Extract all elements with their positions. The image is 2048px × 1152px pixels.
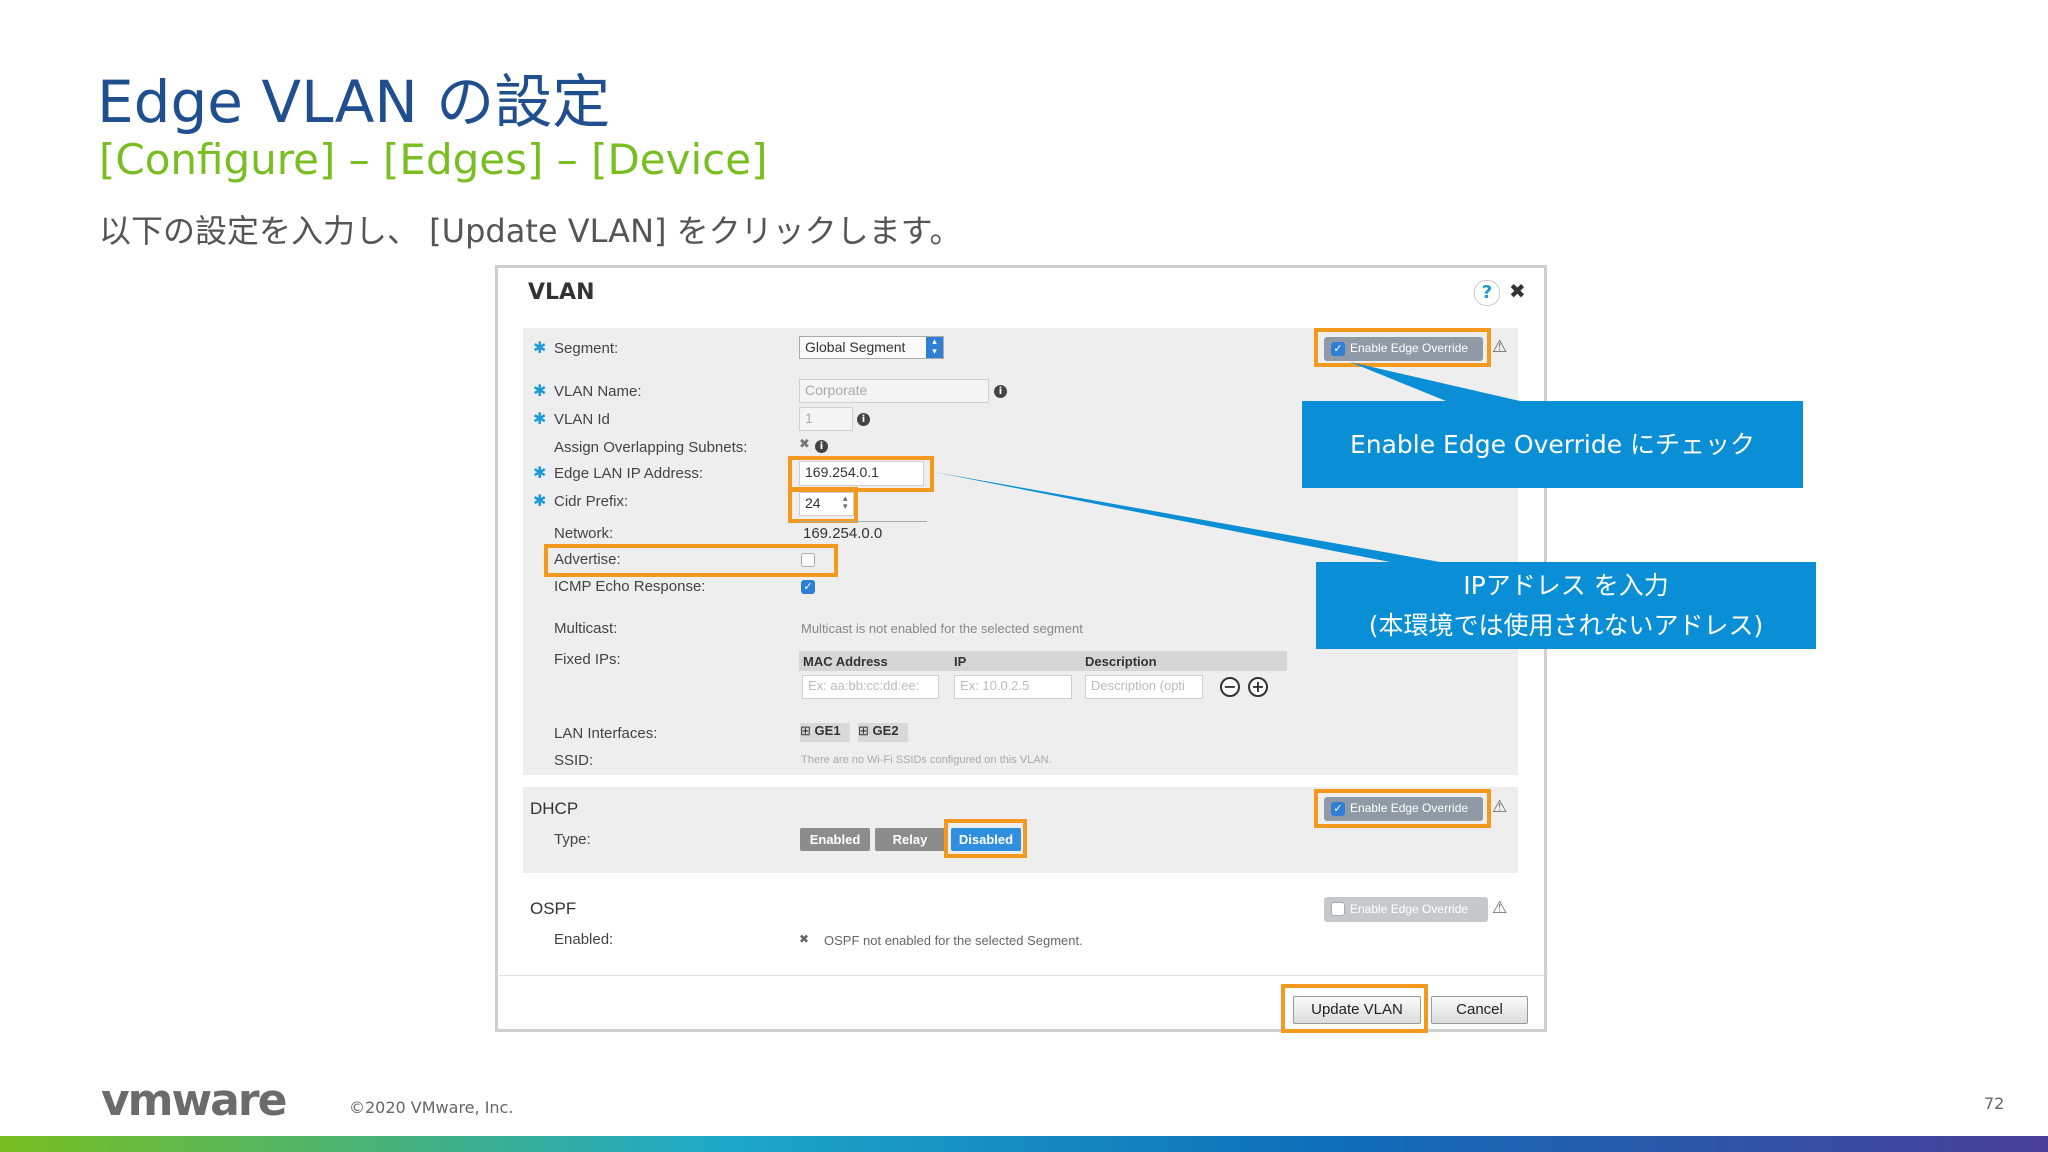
- fixed-ips-col-mac: MAC Address: [803, 654, 888, 669]
- segment-select[interactable]: Global Segment: [799, 336, 944, 359]
- ip-callout-pointer: [934, 472, 1440, 562]
- copyright: ©2020 VMware, Inc.: [349, 1098, 514, 1117]
- info-icon: i: [994, 385, 1007, 398]
- fixed-ips-col-desc: Description: [1085, 654, 1157, 669]
- close-icon[interactable]: ✖: [1509, 279, 1526, 303]
- highlight-advertise: [544, 544, 838, 577]
- warning-icon: ⚠: [1492, 797, 1508, 817]
- add-row-icon[interactable]: +: [1248, 677, 1268, 697]
- port-icon: ⊞: [800, 723, 811, 738]
- required-marker: ✱: [533, 491, 547, 510]
- advertise-label: Advertise:: [554, 551, 621, 568]
- highlight-dhcp-override: [1314, 789, 1491, 828]
- required-marker: ✱: [533, 409, 547, 428]
- dhcp-override-toggle[interactable]: ✓ Enable Edge Override: [1324, 797, 1483, 821]
- vlan-id-label: VLAN Id: [554, 411, 610, 428]
- slide-title: Edge VLAN の設定: [97, 68, 611, 136]
- multicast-label: Multicast:: [554, 620, 618, 637]
- ospf-override-toggle[interactable]: Enable Edge Override: [1324, 897, 1488, 922]
- required-marker: ✱: [533, 338, 547, 357]
- checkbox-checked-icon: ✓: [1331, 342, 1345, 356]
- highlight-dhcp-disabled: [944, 819, 1027, 858]
- advertise-checkbox[interactable]: [801, 553, 815, 567]
- dialog-title: VLAN: [528, 280, 595, 305]
- dhcp-type-disabled[interactable]: Disabled: [951, 828, 1021, 851]
- slide-subtitle: [Configure] – [Edges] – [Device]: [99, 135, 768, 184]
- vlan-override-toggle[interactable]: ✓ Enable Edge Override: [1324, 337, 1483, 361]
- highlight-vlan-override: [1314, 328, 1491, 367]
- ssid-note: There are no Wi-Fi SSIDs configured on t…: [801, 754, 1052, 766]
- ip-callout-line1: IPアドレス を入力: [1463, 571, 1669, 600]
- lan-interfaces-label: LAN Interfaces:: [554, 725, 658, 742]
- ospf-enabled-label: Enabled:: [554, 931, 614, 948]
- required-marker: ✱: [533, 463, 547, 482]
- dialog-footer-divider: [497, 975, 1545, 976]
- override-callout-pointer: [1350, 362, 1520, 401]
- port-icon: ⊞: [858, 723, 869, 738]
- checkbox-checked-icon: ✓: [1331, 802, 1345, 816]
- dhcp-type-label: Type:: [554, 831, 591, 848]
- x-icon: ✖: [799, 932, 810, 946]
- cidr-label: Cidr Prefix:: [554, 493, 629, 510]
- override-label: Enable Edge Override: [1350, 902, 1469, 916]
- ospf-title: OSPF: [530, 899, 577, 918]
- ospf-note: OSPF not enabled for the selected Segmen…: [824, 933, 1083, 948]
- fixed-ips-col-ip: IP: [954, 654, 967, 669]
- select-arrows-icon: ▴▾: [926, 337, 943, 358]
- ip-input[interactable]: Ex: 10.0.2.5: [954, 675, 1072, 699]
- slide-description: 以下の設定を入力し、 [Update VLAN] をクリックします。: [99, 212, 962, 250]
- dhcp-title: DHCP: [530, 799, 579, 818]
- edge-ip-input[interactable]: 169.254.0.1: [799, 461, 924, 486]
- lan-interface-label: GE1: [814, 723, 841, 738]
- highlight-edge-ip: [788, 456, 934, 492]
- highlight-update-vlan: [1281, 984, 1428, 1033]
- override-label: Enable Edge Override: [1350, 341, 1469, 355]
- mac-address-input[interactable]: Ex: aa:bb:cc:dd:ee:: [802, 675, 939, 699]
- x-icon: ✖: [799, 437, 810, 452]
- multicast-note: Multicast is not enabled for the selecte…: [801, 621, 1083, 636]
- fixed-ips-label: Fixed IPs:: [554, 651, 621, 668]
- ip-callout-line2: (本環境では使用されないアドレス): [1368, 611, 1764, 640]
- cancel-button[interactable]: Cancel: [1431, 996, 1528, 1024]
- dhcp-type-relay[interactable]: Relay: [875, 828, 945, 851]
- cidr-input[interactable]: 24: [799, 492, 854, 516]
- update-vlan-button[interactable]: Update VLAN: [1293, 996, 1421, 1024]
- segment-select-value: Global Segment: [805, 339, 906, 355]
- lan-interface-ge2[interactable]: ⊞ GE2: [858, 723, 908, 742]
- vlan-id-field: 1: [799, 407, 853, 431]
- override-callout: Enable Edge Override にチェック: [1302, 401, 1803, 488]
- info-icon: i: [857, 413, 870, 426]
- fixed-ips-header: [799, 651, 1287, 671]
- ip-callout: IPアドレス を入力 (本環境では使用されないアドレス): [1316, 562, 1816, 649]
- page-number: 72: [1984, 1094, 2005, 1113]
- override-label: Enable Edge Override: [1350, 801, 1469, 815]
- warning-icon: ⚠: [1492, 337, 1508, 357]
- description-input[interactable]: Description (opti: [1085, 675, 1203, 699]
- lan-interface-ge1[interactable]: ⊞ GE1: [800, 723, 850, 742]
- override-callout-text: Enable Edge Override にチェック: [1349, 430, 1756, 459]
- checkbox-unchecked-icon: [1331, 902, 1345, 916]
- overlap-label: Assign Overlapping Subnets:: [554, 439, 748, 456]
- ssid-label: SSID:: [554, 752, 594, 769]
- icmp-label: ICMP Echo Response:: [554, 578, 706, 595]
- network-value: 169.254.0.0: [803, 525, 883, 542]
- network-label: Network:: [554, 525, 614, 542]
- stepper-icon: ▴▾: [843, 494, 848, 512]
- remove-row-icon[interactable]: −: [1220, 677, 1240, 697]
- vlan-name-field: Corporate: [799, 379, 989, 403]
- icmp-checkbox[interactable]: ✓: [801, 580, 815, 594]
- edge-ip-label: Edge LAN IP Address:: [554, 465, 703, 482]
- footer-gradient-bar: [0, 1136, 2048, 1152]
- help-icon[interactable]: ?: [1474, 280, 1500, 306]
- warning-icon: ⚠: [1492, 898, 1508, 918]
- info-icon: i: [815, 440, 828, 453]
- lan-interface-label: GE2: [872, 723, 899, 738]
- vmware-logo: vmware: [101, 1075, 287, 1126]
- required-marker: ✱: [533, 381, 547, 400]
- network-underline: [799, 521, 927, 522]
- vlan-name-label: VLAN Name:: [554, 383, 642, 400]
- segment-label: Segment:: [554, 340, 619, 357]
- dhcp-type-enabled[interactable]: Enabled: [800, 828, 870, 851]
